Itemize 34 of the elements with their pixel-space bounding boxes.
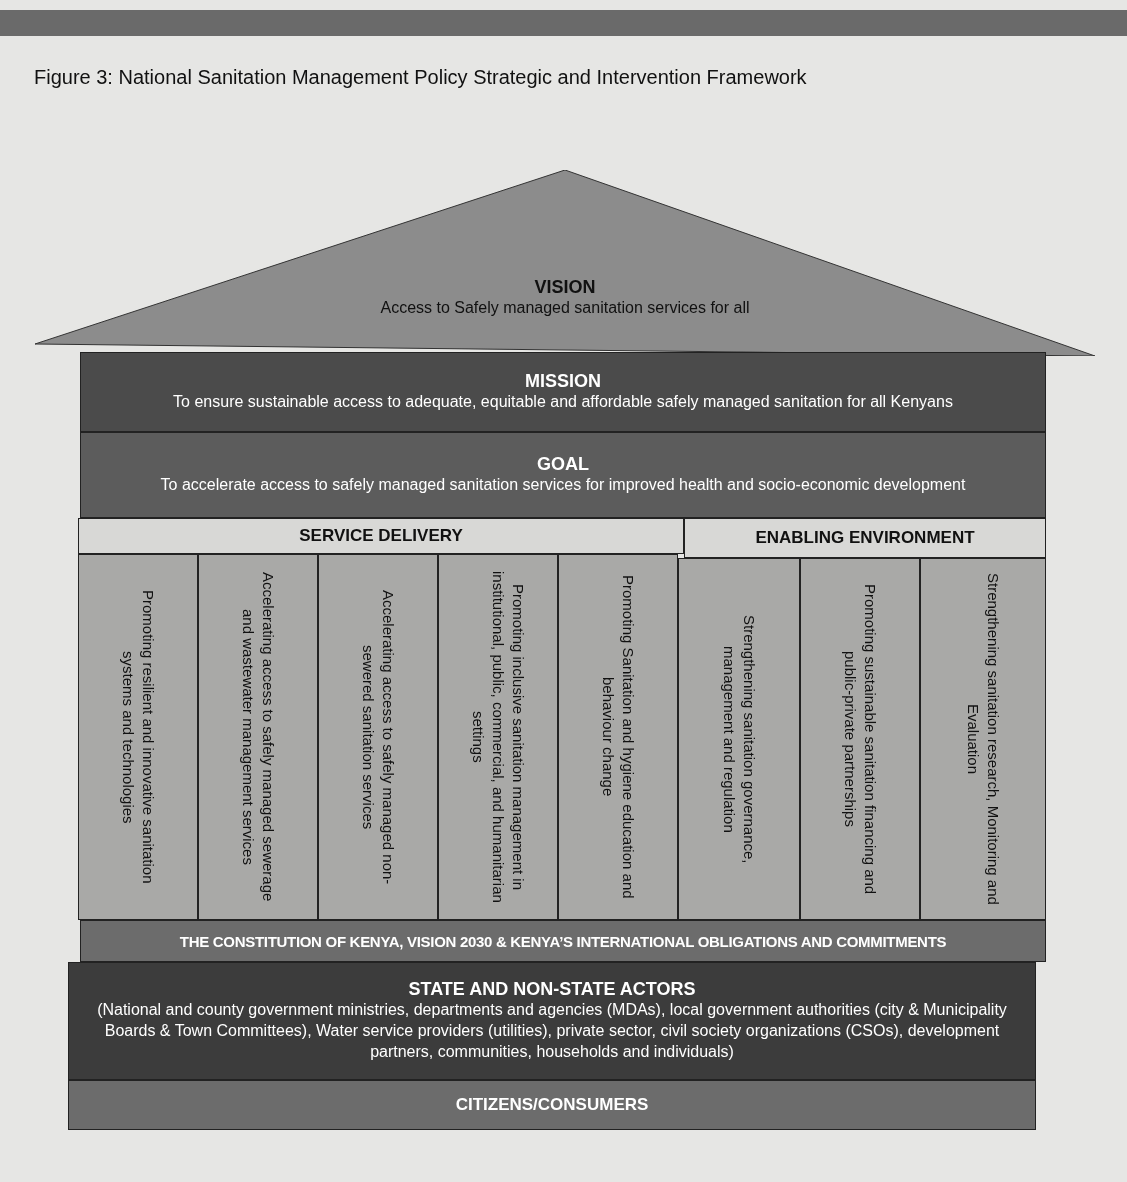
band	[80, 432, 1046, 518]
column-header	[78, 518, 684, 554]
pillar	[678, 558, 800, 920]
pillar	[438, 554, 558, 920]
band-text: To ensure sustainable access to adequate, equitable and affordable safely managed sanitation for all Kenyans	[173, 392, 953, 413]
pillar-text: Accelerating access to safely managed non-sewered sanitation services	[359, 588, 399, 887]
pillar-text: Promoting Sanitation and hygiene education and behaviour change	[599, 574, 639, 901]
band-text: (National and county government ministries, departments and agencies (MDAs), local government authorities (city & Municipality Boards & Town Committees), Water service providers (utilities), private sector, civil society organizations (CSOs), development partners, communities, households and individuals)	[96, 1000, 1008, 1062]
pillar	[198, 554, 318, 920]
band-heading: CITIZENS/CONSUMERS	[455, 1095, 649, 1115]
band-heading: GOAL	[537, 454, 589, 476]
band	[68, 1080, 1036, 1130]
band-heading: THE CONSTITUTION OF KENYA, VISION 2030 & KENYA’S INTERNATIONAL OBLIGATIONS AND COMMITMENTS	[179, 932, 947, 950]
pillar-text: Promoting resilient and innovative sanitation systems and technologies	[119, 589, 159, 886]
pillar	[558, 554, 678, 920]
pillar	[78, 554, 198, 920]
band-heading: ENABLING ENVIRONMENT	[755, 528, 975, 548]
pillar	[920, 558, 1046, 920]
figure-title: Figure 3: National Sanitation Management Policy Strategic and Intervention Framework	[34, 66, 807, 89]
band	[80, 920, 1046, 962]
band-heading: SERVICE DELIVERY	[299, 526, 463, 546]
pillar-text: Strengthening sanitation research, Monitoring and Evaluation	[964, 573, 1004, 905]
band-heading: MISSION	[525, 371, 601, 393]
band-text: Access to Safely managed sanitation services for all	[380, 298, 750, 319]
band-heading: STATE AND NON-STATE ACTORS	[408, 979, 696, 1001]
pillar	[318, 554, 438, 920]
pillar-text: Promoting sustainable sanitation financing and public-private partnerships	[841, 582, 881, 897]
band-text: To accelerate access to safely managed sanitation services for improved health and socio-economic development	[160, 475, 966, 496]
pillar-text: Promoting inclusive sanitation management in institutional, public, commercial, and humanitarian settings	[468, 570, 529, 905]
band-heading: VISION	[534, 277, 596, 299]
band	[68, 962, 1036, 1080]
column-header	[684, 518, 1046, 558]
band	[80, 352, 1046, 432]
pillar	[800, 558, 920, 920]
